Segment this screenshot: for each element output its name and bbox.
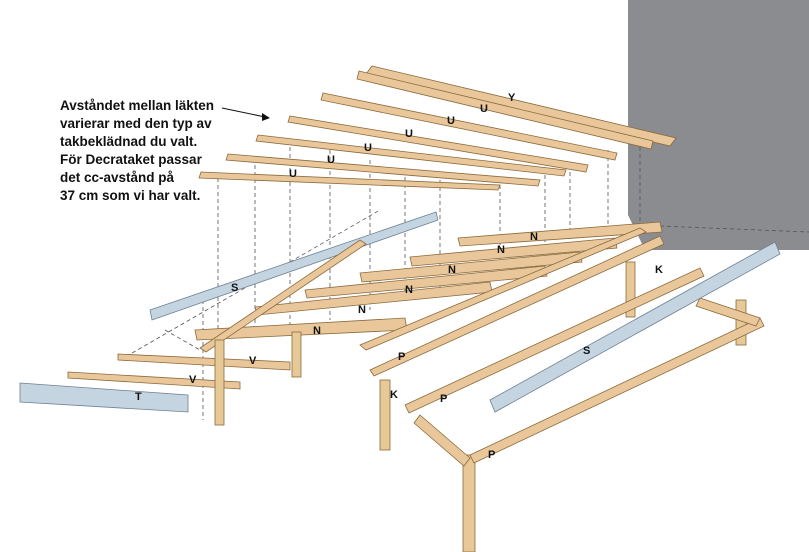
fascia-strips (67, 353, 291, 390)
label-n-2: N (497, 244, 505, 256)
label-u-3: U (405, 128, 413, 140)
lath-y (365, 65, 677, 147)
board-s-right (489, 241, 781, 413)
note-line: För Decrataket passar (60, 152, 202, 167)
label-n-6: N (313, 325, 321, 337)
label-u-6: U (289, 168, 297, 180)
label-n-3: N (448, 264, 456, 276)
right-frame (404, 267, 765, 467)
annotation-note: Avståndet mellan läkten varierar med den… (60, 97, 260, 205)
label-u-4: U (364, 142, 372, 154)
note-line: det cc-avstånd på (60, 170, 175, 185)
board-t (19, 382, 189, 413)
label-t: T (135, 391, 142, 403)
label-u-2: U (447, 115, 455, 127)
label-n-1: N (530, 231, 538, 243)
label-p-1: P (398, 351, 405, 363)
note-line: 37 cm som vi har valt. (60, 188, 201, 203)
label-p-3: P (488, 449, 495, 461)
upper-laths (198, 65, 677, 191)
label-n-4: N (405, 284, 413, 296)
label-k-1: K (655, 264, 663, 276)
label-y: Y (508, 92, 516, 104)
posts (214, 261, 747, 552)
board-s-left (149, 211, 439, 321)
label-u-1: U (480, 103, 488, 115)
label-p-2: P (440, 393, 447, 405)
label-k-2: K (390, 389, 398, 401)
note-line: takbeklädnad du valt. (60, 134, 198, 149)
note-line: Avståndet mellan läkten (60, 98, 215, 113)
label-u-5: U (327, 154, 335, 166)
gray-panel (628, 0, 809, 250)
label-s-left: S (231, 282, 238, 294)
label-n-5: N (358, 304, 366, 316)
label-v-1: V (249, 355, 257, 367)
rafter-frame (194, 221, 665, 377)
label-v-2: V (189, 374, 197, 386)
arrow-icon (221, 107, 270, 121)
label-s-right: S (583, 345, 590, 357)
note-line: varierar med den typ av (60, 116, 212, 131)
